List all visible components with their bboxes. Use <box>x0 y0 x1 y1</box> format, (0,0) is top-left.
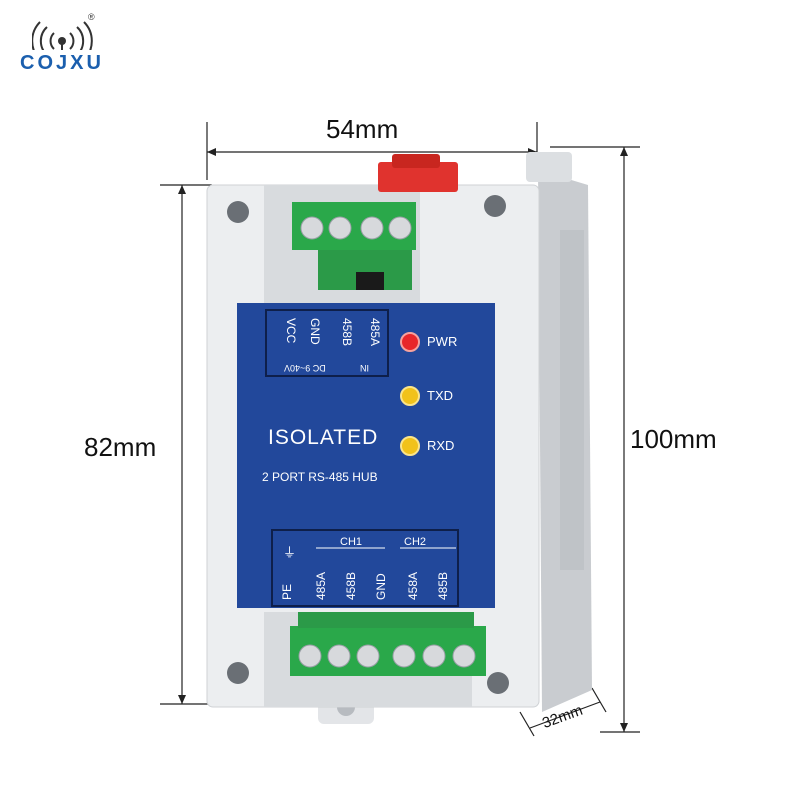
pwr-led-icon <box>400 332 420 352</box>
registered-mark: ® <box>88 12 95 22</box>
product-title: ISOLATED <box>268 426 379 449</box>
top-label-485a: 485A <box>368 318 382 347</box>
bottom-label-485b: 485B <box>436 571 450 600</box>
bottom-label-458a: 458A <box>406 571 420 600</box>
bottom-label-485a: 485A <box>314 571 328 600</box>
bottom-label-458b: 458B <box>344 571 358 600</box>
ground-symbol-icon: ⏚ <box>283 545 297 560</box>
total-height-dimension: 100mm <box>630 424 717 454</box>
width-dimension: 54mm <box>326 114 399 144</box>
txd-led-icon <box>400 386 420 406</box>
power-range-label: DC 9~40V <box>284 363 326 373</box>
led-label-pwr: PWR <box>427 334 458 349</box>
bottom-label-pe: PE <box>280 583 294 600</box>
bottom-label-gnd: GND <box>374 573 388 600</box>
ch1-label: CH1 <box>340 536 363 548</box>
ch2-label: CH2 <box>404 536 427 548</box>
input-label: IN <box>360 363 369 373</box>
height-dimension: 82mm <box>84 432 157 462</box>
brand-logo: COJXU <box>20 52 104 74</box>
led-label-rxd: RXD <box>427 438 455 453</box>
rxd-led-icon <box>400 436 420 456</box>
product-subtitle: 2 PORT RS-485 HUB <box>262 470 378 484</box>
signal-logo-icon <box>32 21 93 50</box>
led-label-txd: TXD <box>427 388 453 403</box>
